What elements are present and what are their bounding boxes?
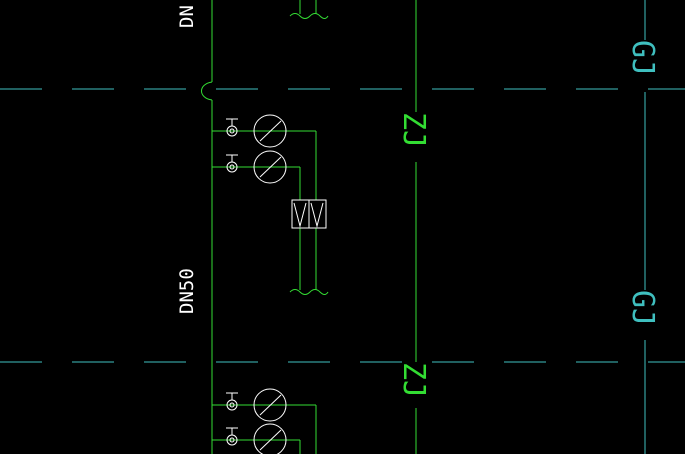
meter-symbol-2 (253, 150, 287, 184)
axis-lines (0, 88, 685, 363)
pipe-crossover-hook (201, 81, 213, 101)
meter-symbol-4 (253, 423, 287, 454)
riser-label-gj-lower: GJ (625, 290, 660, 326)
fixtures (226, 114, 327, 454)
pipe-size-label-top: DN (176, 5, 198, 28)
valve-symbol-3 (226, 392, 238, 411)
mid-break-symbol (289, 289, 329, 295)
check-valve-box (291, 199, 327, 229)
meter-symbol-1 (253, 114, 287, 148)
meter-symbol-3 (253, 388, 287, 422)
top-break-symbol (289, 13, 329, 19)
pipe-size-label-mid: DN50 (176, 268, 198, 314)
riser-label-zj-lower: ZJ (396, 362, 431, 398)
riser-label-gj-upper: GJ (625, 40, 660, 76)
riser-label-zj-upper: ZJ (396, 112, 431, 148)
valve-symbol-2 (226, 154, 238, 173)
valve-symbol-4 (226, 427, 238, 446)
pipe-network (201, 0, 417, 454)
valve-symbol-1 (226, 118, 238, 137)
